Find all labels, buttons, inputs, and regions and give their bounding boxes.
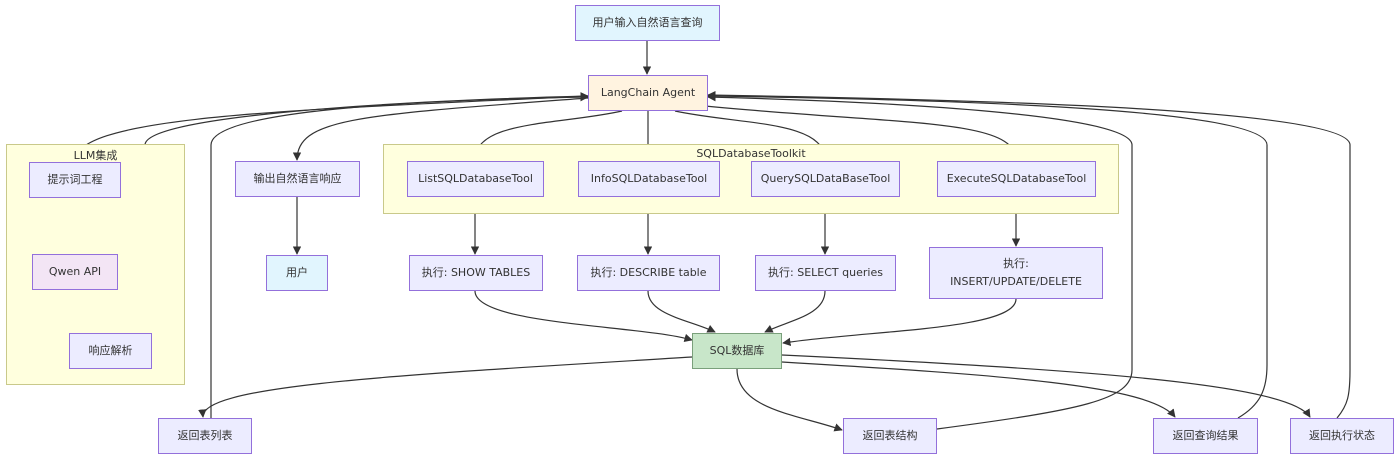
edge-db-to-ret-exec [781,354,1311,418]
list-tool-node[interactable]: ListSQLDatabaseTool [407,161,544,197]
llm-cluster-title: LLM集成 [73,149,118,162]
edge-agent-to-output [292,97,589,161]
sql-database-node[interactable]: SQL数据库 [692,333,782,369]
user-node[interactable]: 用户 [266,255,328,291]
prompt-engineering-node[interactable]: 提示词工程 [29,162,121,198]
edge-describe-to-db [647,290,716,333]
edge-ret-tables-to-agent [210,92,589,418]
return-query-result-node[interactable]: 返回查询结果 [1153,418,1258,454]
show-tables-node[interactable]: 执行: SHOW TABLES [409,255,543,291]
query-tool-node[interactable]: QuerySQLDataBaseTool [751,161,900,197]
select-queries-node[interactable]: 执行: SELECT queries [755,255,896,291]
edge-ret-exec-to-agent [707,90,1351,419]
edge-select-to-db [764,290,826,333]
toolkit-cluster-title: SQLDatabaseToolkit [696,147,806,160]
edge-db-to-ret-struct [736,368,843,432]
langchain-agent-node[interactable]: LangChain Agent [588,75,708,111]
edge-insert-to-db [782,298,1017,347]
info-tool-node[interactable]: InfoSQLDatabaseTool [578,161,720,197]
insert-update-delete-node[interactable]: 执行: INSERT/UPDATE/DELETE [929,247,1103,299]
return-table-list-node[interactable]: 返回表列表 [158,418,252,454]
qwen-api-node[interactable]: Qwen API [32,254,118,290]
return-exec-status-node[interactable]: 返回执行状态 [1290,418,1394,454]
output-response-node[interactable]: 输出自然语言响应 [235,161,360,197]
edge-ret-query-to-agent [707,91,1268,419]
edge-db-to-ret-tables [198,356,693,418]
return-table-structure-node[interactable]: 返回表结构 [843,418,937,454]
edge-show-to-db [474,290,693,342]
execute-tool-node[interactable]: ExecuteSQLDatabaseTool [937,161,1096,197]
describe-table-node[interactable]: 执行: DESCRIBE table [577,255,720,291]
response-parse-node[interactable]: 响应解析 [69,333,152,369]
edge-ret-struct-to-agent [707,92,1133,430]
edge-db-to-ret-query [781,361,1176,418]
edge-parse-to-agent [129,92,589,334]
user-query-node[interactable]: 用户输入自然语言查询 [575,5,720,41]
